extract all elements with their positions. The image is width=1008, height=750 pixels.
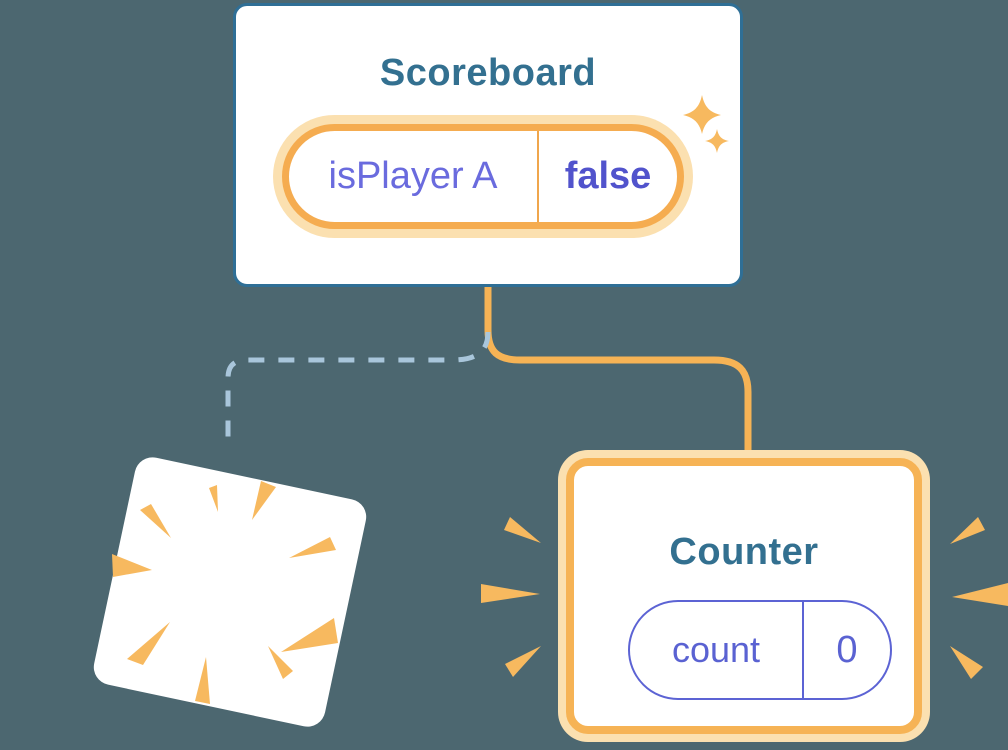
dashed-connector-line	[225, 331, 491, 448]
state-pill-label: isPlayer A	[289, 131, 539, 222]
emphasis-burst-icon	[950, 646, 983, 679]
destroyed-component-card	[90, 454, 370, 730]
state-pill-value: 0	[836, 628, 858, 671]
emphasis-burst-icon	[505, 646, 541, 677]
scoreboard-component-card: Scoreboard isPlayer A false	[233, 3, 743, 287]
state-pill-label: count	[630, 602, 804, 698]
scoreboard-state-pill: isPlayer A false	[282, 124, 684, 229]
counter-state-pill: count 0	[628, 600, 892, 700]
emphasis-burst-icon	[950, 517, 985, 544]
counter-card-inner: Counter count 0	[566, 458, 922, 734]
counter-title: Counter	[669, 531, 819, 573]
counter-component-card: Counter count 0	[558, 450, 930, 742]
emphasis-burst-icon	[952, 583, 1008, 606]
scoreboard-title: Scoreboard	[379, 52, 597, 94]
state-pill-value: false	[564, 155, 652, 197]
solid-connector-line	[484, 280, 752, 462]
emphasis-burst-icon	[481, 584, 540, 603]
emphasis-burst-icon	[504, 517, 541, 543]
